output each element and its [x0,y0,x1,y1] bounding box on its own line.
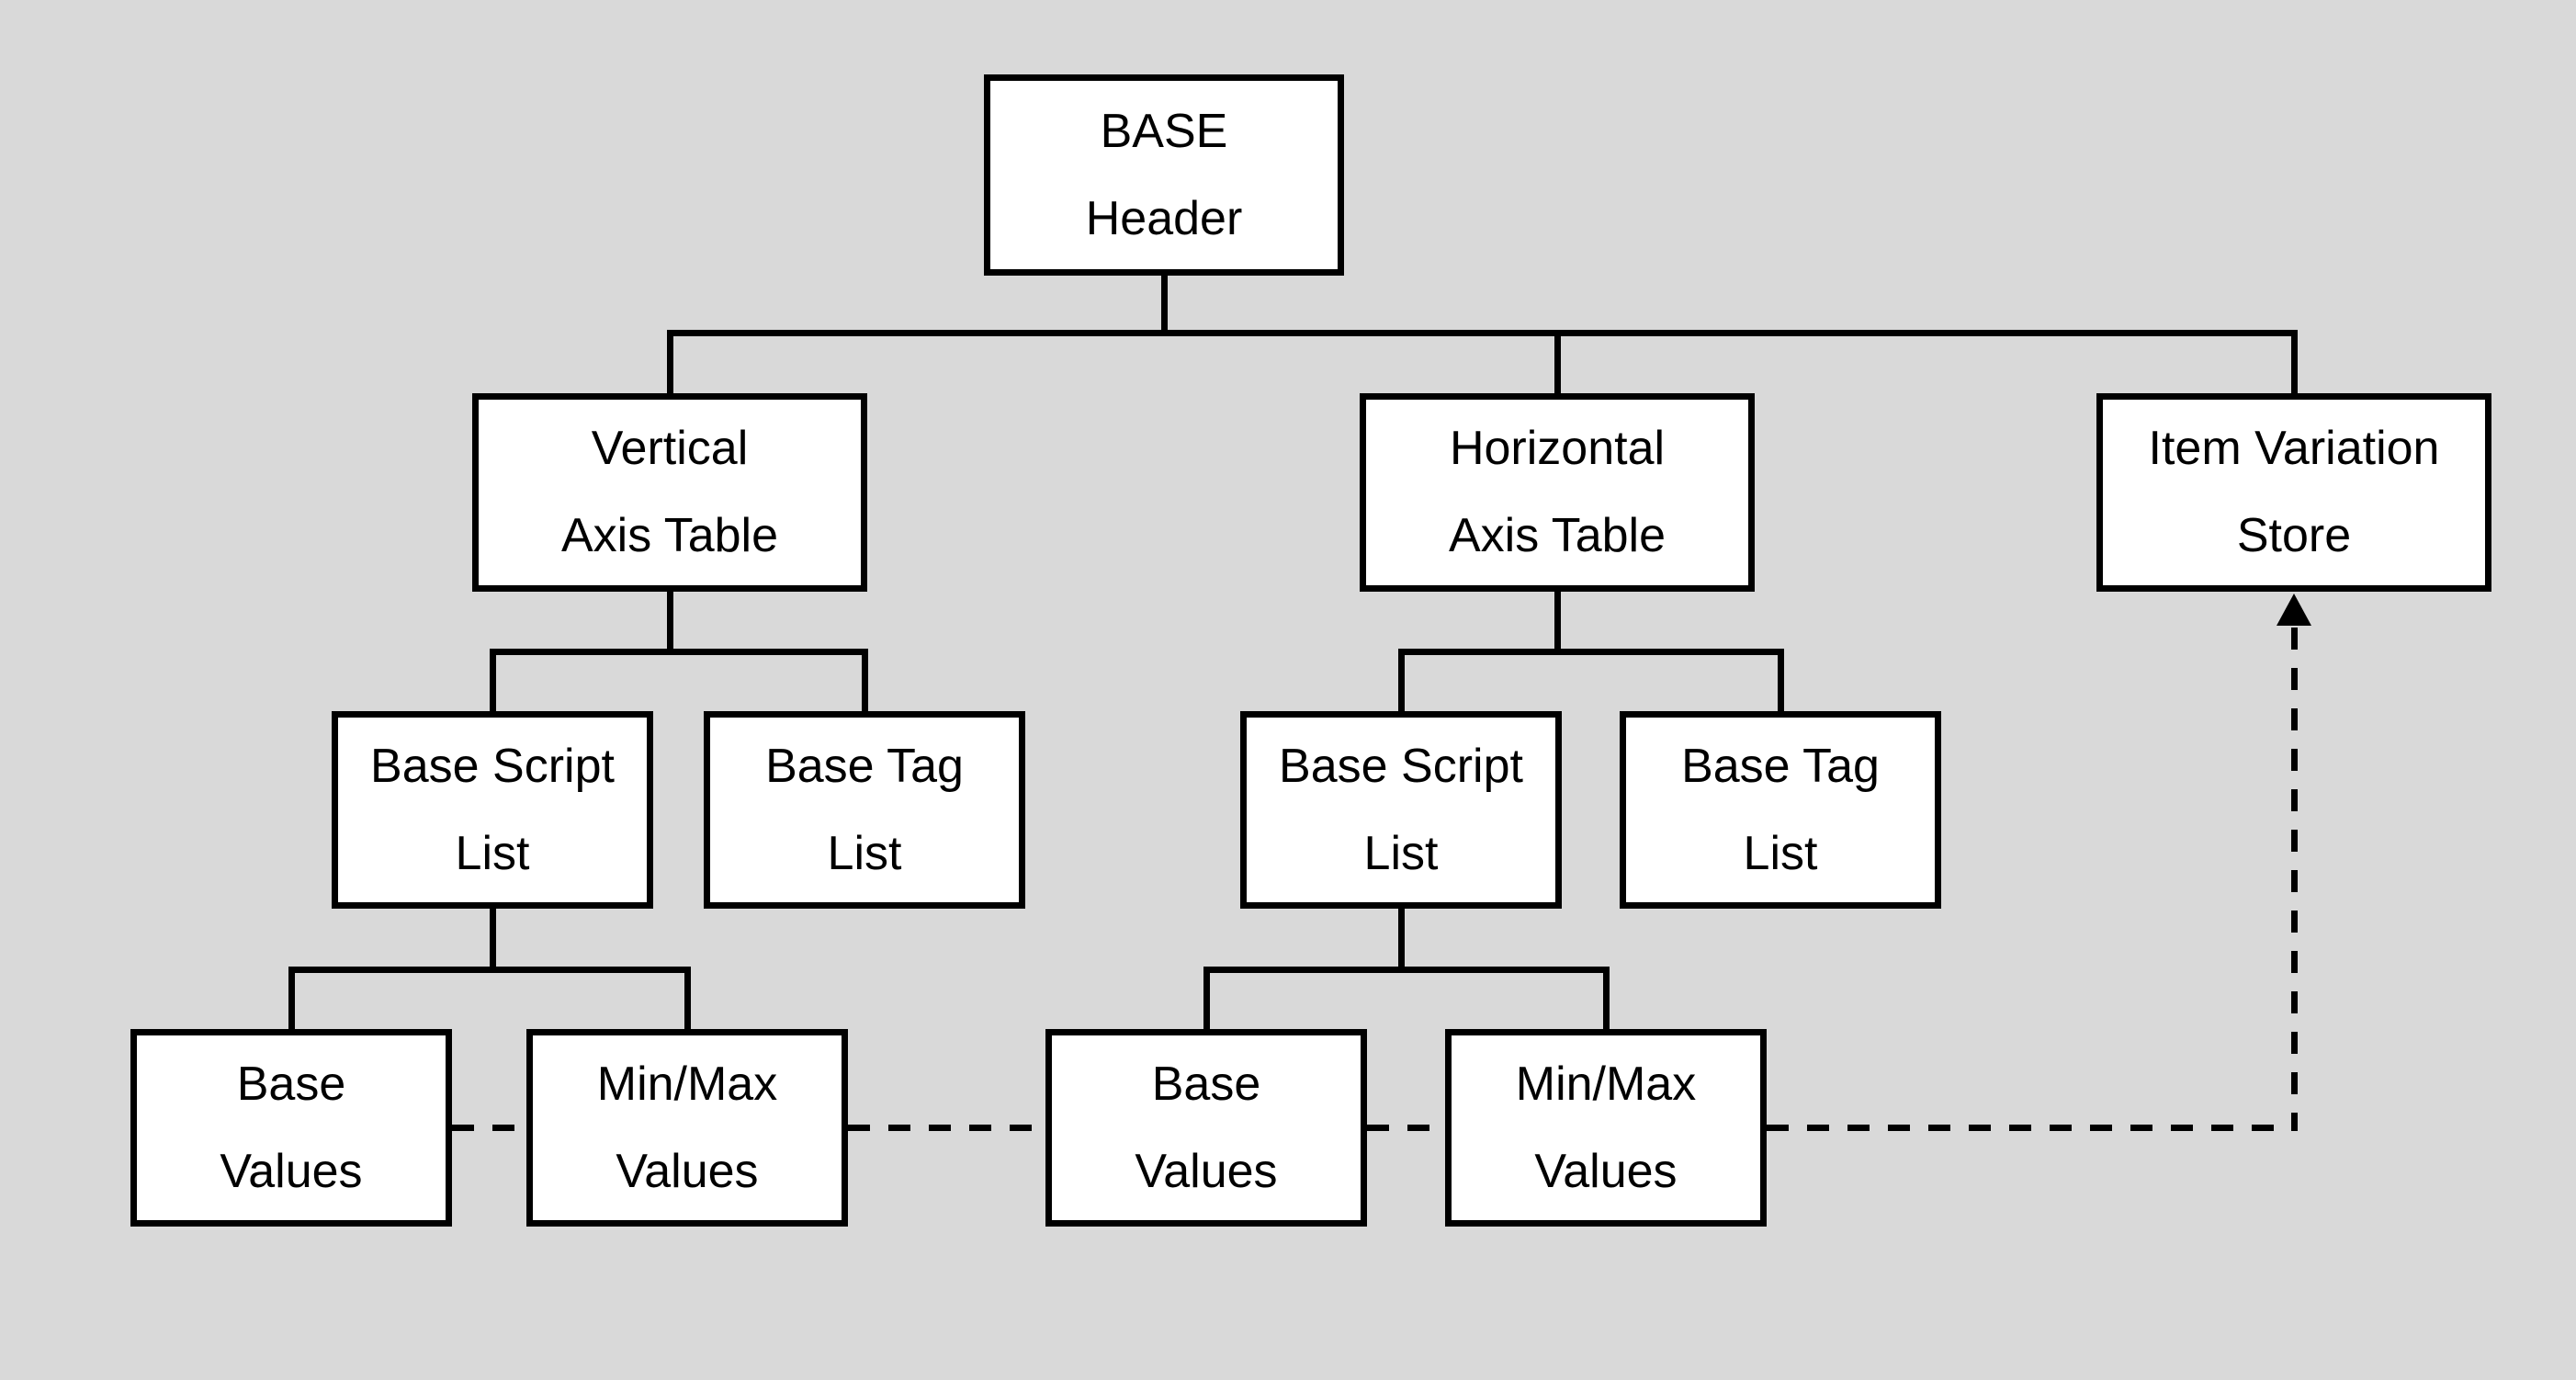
arrowhead-up-icon [2277,594,2311,626]
node-base-script-list-vertical: Base Script List [332,711,653,909]
dashed-link-bv-v-to-mm-v [452,1125,526,1131]
dashed-riser-to-item-variation [2291,628,2298,1131]
node-base-values-horizontal: Base Values [1045,1029,1367,1227]
connector-vat-stub [667,592,673,655]
dashed-link-mm-h-to-riser [1767,1125,2298,1131]
dashed-link-mm-v-to-bv-h [848,1125,1045,1131]
node-vertical-axis-table: Vertical Axis Table [472,393,867,592]
connector-drop-horizontal-axis [1554,330,1561,393]
connector-level2-rail [667,330,2298,336]
connector-bslh-stub [1398,909,1405,973]
node-base-tag-list-vertical: Base Tag List [704,711,1025,909]
node-minmax-values-vertical: Min/Max Values [526,1029,848,1227]
node-minmax-values-horizontal: Min/Max Values [1445,1029,1767,1227]
connector-hat-stub [1554,592,1561,655]
connector-vat-rail [490,649,868,655]
node-base-header: BASE Header [984,74,1344,276]
node-horizontal-axis-table: Horizontal Axis Table [1360,393,1755,592]
connector-drop-btl-v [862,649,868,711]
node-base-tag-list-horizontal: Base Tag List [1620,711,1941,909]
connector-drop-bsl-v [490,649,496,711]
node-base-values-vertical: Base Values [130,1029,452,1227]
connector-bslh-rail [1203,967,1610,973]
node-item-variation-store: Item Variation Store [2096,393,2491,592]
connector-drop-item-variation [2291,330,2298,393]
connector-drop-vertical-axis [667,330,673,393]
connector-header-stub [1161,276,1168,336]
connector-drop-bsl-h [1398,649,1405,711]
connector-hat-rail [1398,649,1784,655]
connector-drop-mm-v [684,967,691,1029]
connector-bslv-rail [288,967,691,973]
node-base-script-list-horizontal: Base Script List [1240,711,1562,909]
connector-drop-mm-h [1603,967,1610,1029]
connector-drop-btl-h [1778,649,1784,711]
connector-drop-bv-v [288,967,295,1029]
dashed-link-bv-h-to-mm-h [1367,1125,1445,1131]
connector-bslv-stub [490,909,496,973]
connector-drop-bv-h [1203,967,1210,1029]
